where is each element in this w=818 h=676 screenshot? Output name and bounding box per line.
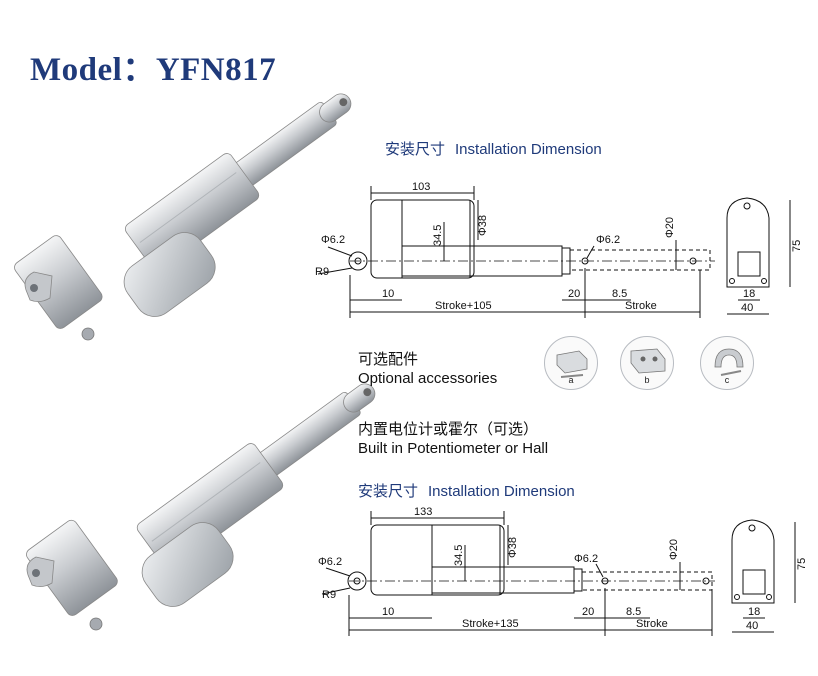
heading-en: Installation Dimension (455, 141, 602, 158)
dim-phi20: Φ20 (664, 217, 676, 238)
dim-phi38: Φ38 (477, 215, 489, 236)
dim-r9: R9 (315, 266, 329, 278)
dim-34-5: 34.5 (453, 545, 465, 566)
accessory-letter: a (568, 375, 574, 385)
dim-40: 40 (741, 302, 753, 314)
dim-18: 18 (743, 288, 755, 300)
dim-8-5: 8.5 (612, 288, 627, 300)
clamp-icon (714, 348, 744, 376)
heading-en: Installation Dimension (428, 483, 575, 500)
dim-40: 40 (746, 620, 758, 632)
accessory-b-thumbnail: b (620, 336, 674, 390)
dim-stroke-total: Stroke+135 (462, 618, 519, 630)
dim-10: 10 (382, 288, 394, 300)
accessory-letter: c (724, 375, 730, 385)
dim-10: 10 (382, 606, 394, 618)
potentiometer-label: 内置电位计或霍尔（可选） Built in Potentiometer or H… (358, 420, 548, 458)
heading-cn: 安装尺寸 (358, 483, 419, 500)
dim-8-5: 8.5 (626, 606, 641, 618)
dim-length: 133 (414, 506, 432, 518)
dim-stroke: Stroke (625, 300, 657, 312)
accessories-label-en: Optional accessories (358, 370, 498, 387)
heading-cn: 安装尺寸 (385, 141, 446, 158)
potentiometer-label-en: Built in Potentiometer or Hall (358, 440, 549, 457)
page-title: Model：YFN817 (30, 52, 277, 88)
bracket-icon (556, 350, 588, 378)
dim-20: 20 (582, 606, 594, 618)
dim-phi62: Φ6.2 (318, 556, 342, 568)
accessory-a-thumbnail: a (544, 336, 598, 390)
actuator-photo-2 (26, 383, 376, 631)
bracket-icon (630, 348, 666, 374)
dim-20: 20 (568, 288, 580, 300)
dim-phi62: Φ6.2 (321, 234, 345, 246)
accessory-c-thumbnail: c (700, 336, 754, 390)
dim-phi38: Φ38 (507, 537, 519, 558)
dim-75: 75 (791, 240, 803, 252)
dim-phi62-rod: Φ6.2 (574, 553, 598, 565)
dim-length: 103 (412, 181, 430, 193)
dim-18: 18 (748, 606, 760, 618)
dim-stroke-total: Stroke+105 (435, 300, 492, 312)
dim-34-5: 34.5 (432, 225, 444, 246)
dim-phi20: Φ20 (668, 539, 680, 560)
dim-r9: R9 (322, 589, 336, 601)
optional-accessories-label: 可选配件 Optional accessories (358, 350, 497, 388)
installation-dimension-heading-2: 安装尺寸 Installation Dimension (358, 480, 575, 501)
potentiometer-label-cn: 内置电位计或霍尔（可选） (358, 421, 539, 438)
accessory-letter: b (644, 375, 650, 385)
dim-stroke: Stroke (636, 618, 668, 630)
dim-75: 75 (796, 558, 808, 570)
installation-dimension-heading-1: 安装尺寸 Installation Dimension (385, 138, 602, 159)
actuator-photo-1 (14, 93, 352, 341)
accessories-label-cn: 可选配件 (358, 351, 419, 368)
dim-phi62-rod: Φ6.2 (596, 234, 620, 246)
